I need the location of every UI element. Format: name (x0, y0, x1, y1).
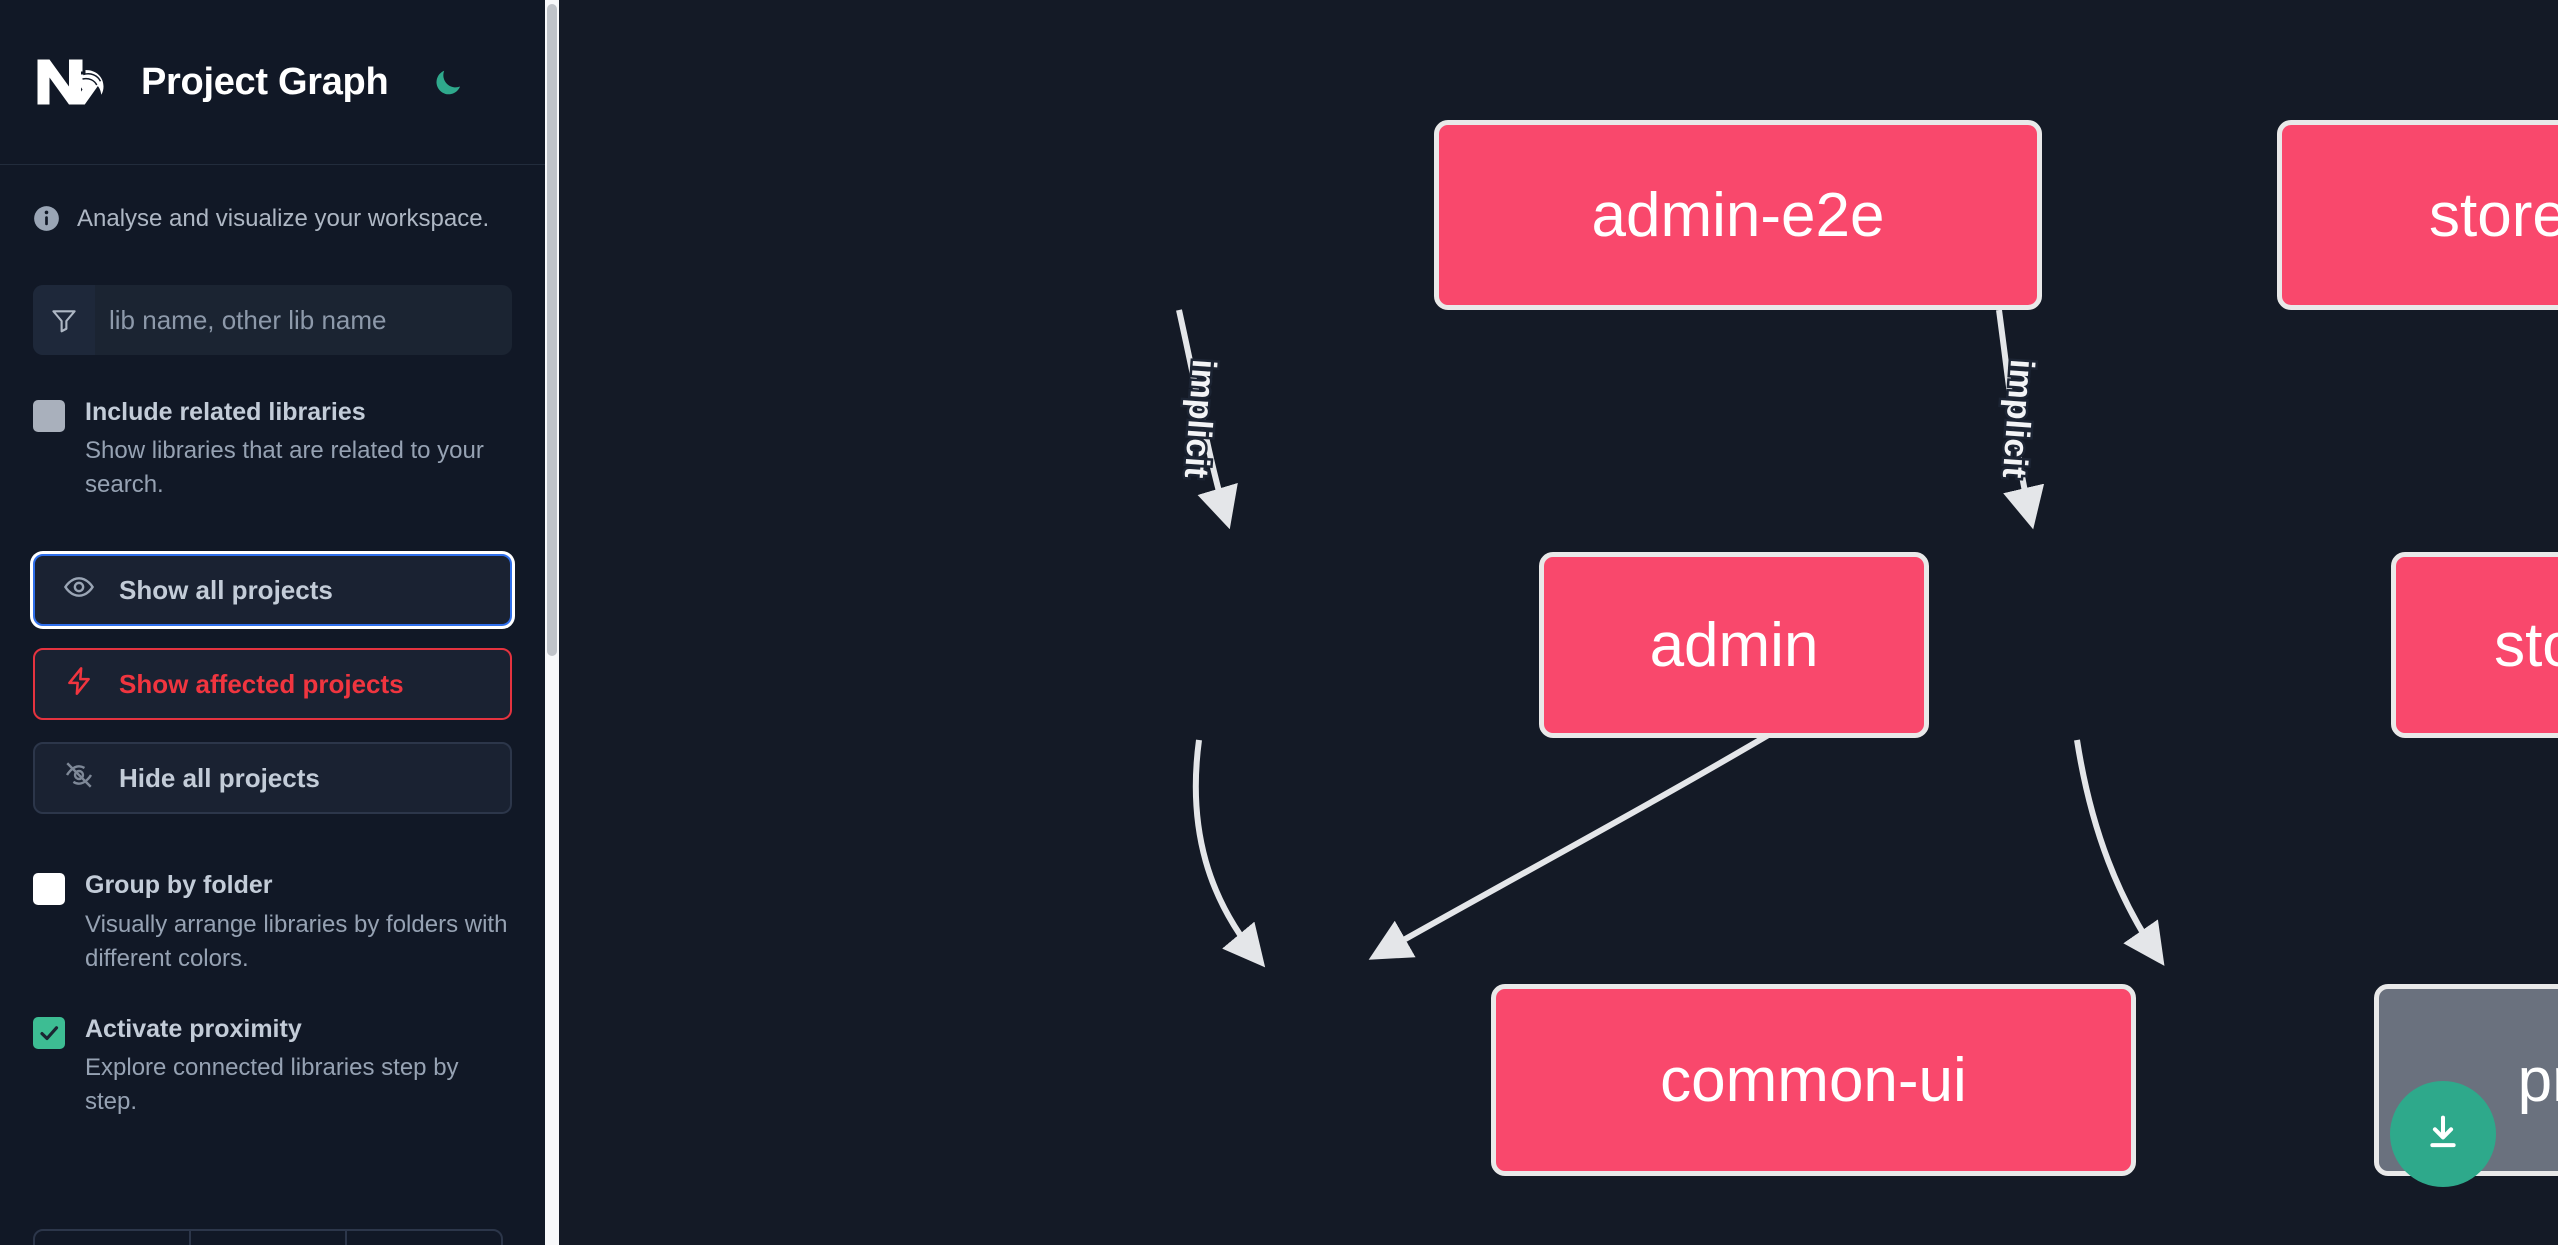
checkbox-box[interactable] (33, 1016, 65, 1049)
lightning-bolt-icon (63, 665, 95, 704)
edge-label-implicit-store: implicit (1995, 358, 2041, 479)
edge-admin-e2e-admin (1176, 309, 1238, 530)
info-icon (33, 205, 60, 237)
segment-2[interactable] (191, 1231, 347, 1245)
node-label: store-e2e (2429, 180, 2558, 250)
edge-store-products (2074, 739, 2165, 966)
edge-label-implicit-admin: implicit (1177, 358, 1223, 479)
download-button[interactable] (2390, 1081, 2496, 1187)
sidebar-scrollbar-thumb[interactable] (547, 4, 557, 656)
show-all-projects-label: Show all projects (119, 574, 333, 605)
node-label: products (2517, 1045, 2558, 1115)
node-label: admin (1649, 610, 1819, 680)
checkbox-label: Group by folder (85, 871, 273, 900)
visibility-button-group: Show all projects Show affected projects (0, 554, 545, 815)
graph-node-store-e2e[interactable]: store-e2e (2277, 120, 2558, 310)
workspace-info-text: Analyse and visualize your workspace. (77, 205, 490, 232)
workspace-info: Analyse and visualize your workspace. (0, 165, 545, 237)
checkbox-include-related-libraries[interactable]: Include related libraries Show libraries… (0, 397, 545, 502)
hide-all-projects-button[interactable]: Hide all projects (33, 742, 512, 815)
checkbox-group-by-folder[interactable]: Group by folder Visually arrange librari… (0, 870, 545, 975)
edge-store-common-ui (1368, 697, 1829, 960)
checkbox-box[interactable] (33, 400, 65, 432)
hide-all-projects-label: Hide all projects (119, 762, 320, 793)
show-affected-projects-label: Show affected projects (119, 668, 404, 699)
filter-field[interactable] (33, 285, 512, 355)
search-input[interactable] (95, 285, 512, 355)
show-affected-projects-button[interactable]: Show affected projects (33, 648, 512, 721)
sidebar-content: Project Graph Analyse and visualize your… (0, 0, 545, 1245)
graph-canvas[interactable]: implicit implicit admin-e2e store-e2e ad… (559, 0, 2558, 1245)
page-title: Project Graph (141, 60, 389, 103)
checkbox-label: Include related libraries (85, 398, 366, 426)
moon-icon[interactable] (426, 60, 470, 104)
filter-funnel-icon (33, 285, 95, 355)
checkbox-box[interactable] (33, 873, 65, 906)
edge-store-e2e-store (1996, 309, 2045, 530)
sidebar: Project Graph Analyse and visualize your… (0, 0, 559, 1245)
download-icon (2421, 1111, 2465, 1158)
eye-icon (63, 571, 95, 610)
graph-node-admin[interactable]: admin (1539, 552, 1929, 738)
checkbox-description: Show libraries that are related to your … (85, 437, 484, 499)
bottom-segmented-control[interactable] (33, 1229, 503, 1245)
graph-node-common-ui[interactable]: common-ui (1491, 984, 2136, 1176)
eye-off-icon (63, 759, 95, 798)
checkbox-description: Visually arrange libraries by folders wi… (85, 910, 508, 972)
nx-logo-icon (33, 51, 123, 113)
checkmark-icon (40, 1026, 59, 1040)
checkbox-activate-proximity[interactable]: Activate proximity Explore connected lib… (0, 1014, 545, 1119)
checkbox-description: Explore connected libraries step by step… (85, 1054, 459, 1116)
graph-node-store[interactable]: store (2391, 552, 2558, 738)
node-label: store (2494, 610, 2558, 680)
segment-3[interactable] (347, 1231, 501, 1245)
graph-node-admin-e2e[interactable]: admin-e2e (1434, 120, 2042, 310)
edge-labels: implicit implicit (1174, 356, 2043, 482)
graph-edges: implicit implicit (1174, 309, 2165, 968)
sidebar-scrollbar[interactable] (545, 0, 559, 1245)
sidebar-header: Project Graph (0, 0, 545, 165)
edge-admin-common-ui (1192, 739, 1266, 968)
segment-1[interactable] (35, 1231, 191, 1245)
checkbox-label: Activate proximity (85, 1014, 302, 1043)
node-label: common-ui (1660, 1045, 1967, 1115)
node-label: admin-e2e (1591, 180, 1885, 250)
show-all-projects-button[interactable]: Show all projects (33, 554, 512, 627)
